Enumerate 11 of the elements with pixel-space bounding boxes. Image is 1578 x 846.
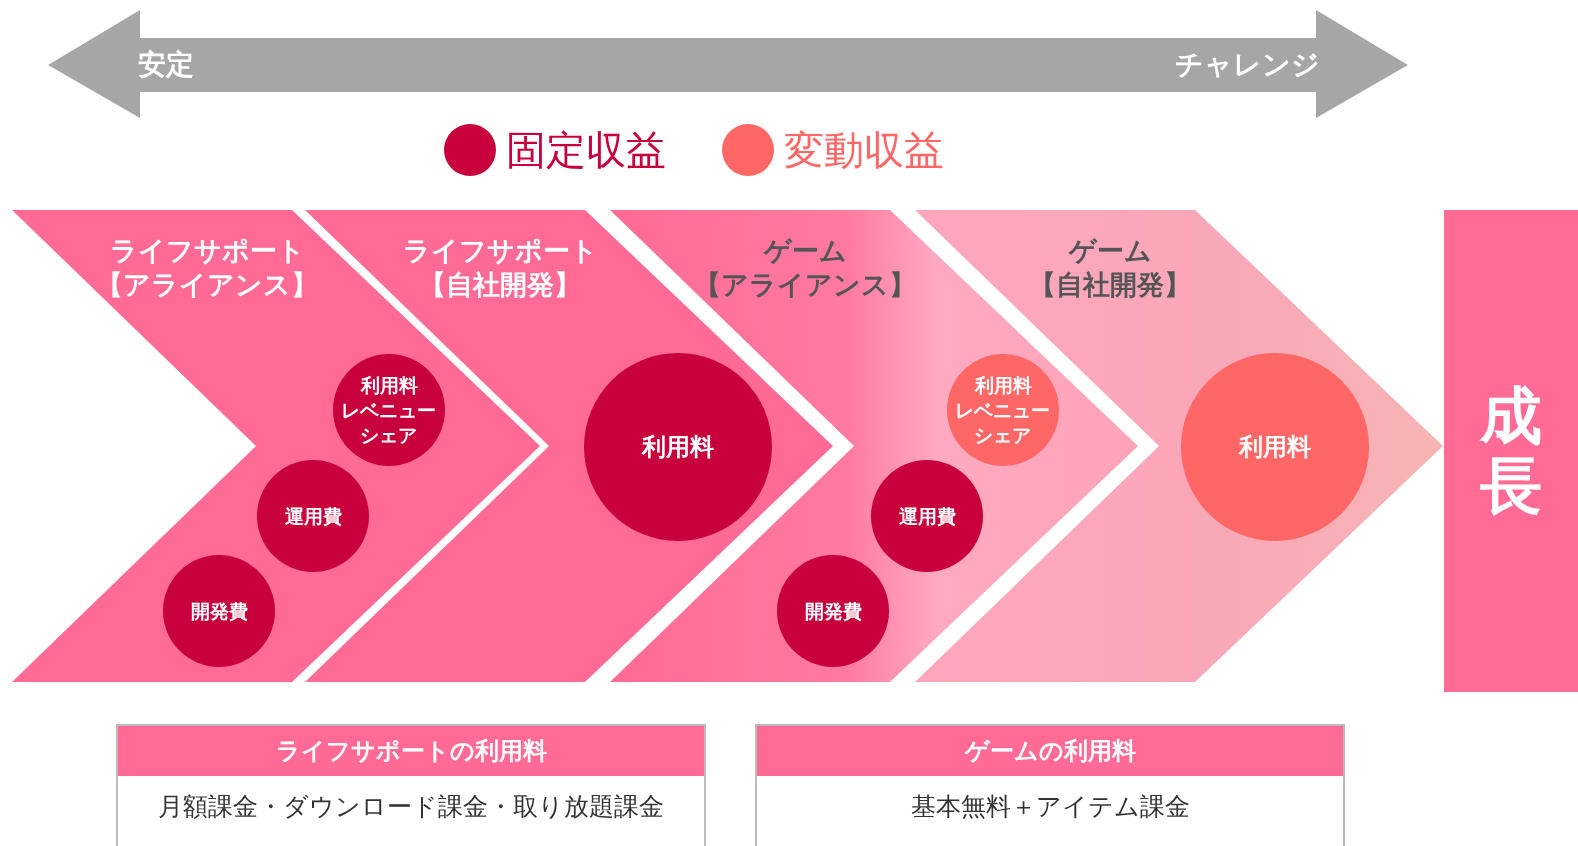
legend-label: 固定収益 [506, 126, 666, 175]
growth-bar: 成長 [1444, 210, 1578, 692]
chevron-heading: ゲーム 【アライアンス】 [693, 234, 917, 302]
chevron-heading: ゲーム 【自社開発】 [1028, 234, 1192, 302]
arrow-label: チャレンジ [1174, 47, 1320, 83]
legend-label: 変動収益 [784, 126, 944, 175]
fee-table: ゲームの利用料 基本無料＋アイテム課金 [755, 724, 1345, 846]
fee-table: ライフサポートの利用料 月額課金・ダウンロード課金・取り放題課金 [116, 724, 706, 846]
chevron-heading: ライフサポート 【自社開発】 [401, 234, 599, 302]
arrow-label: 安定 [138, 47, 194, 83]
chevron-heading: ライフサポート 【アライアンス】 [95, 234, 319, 302]
